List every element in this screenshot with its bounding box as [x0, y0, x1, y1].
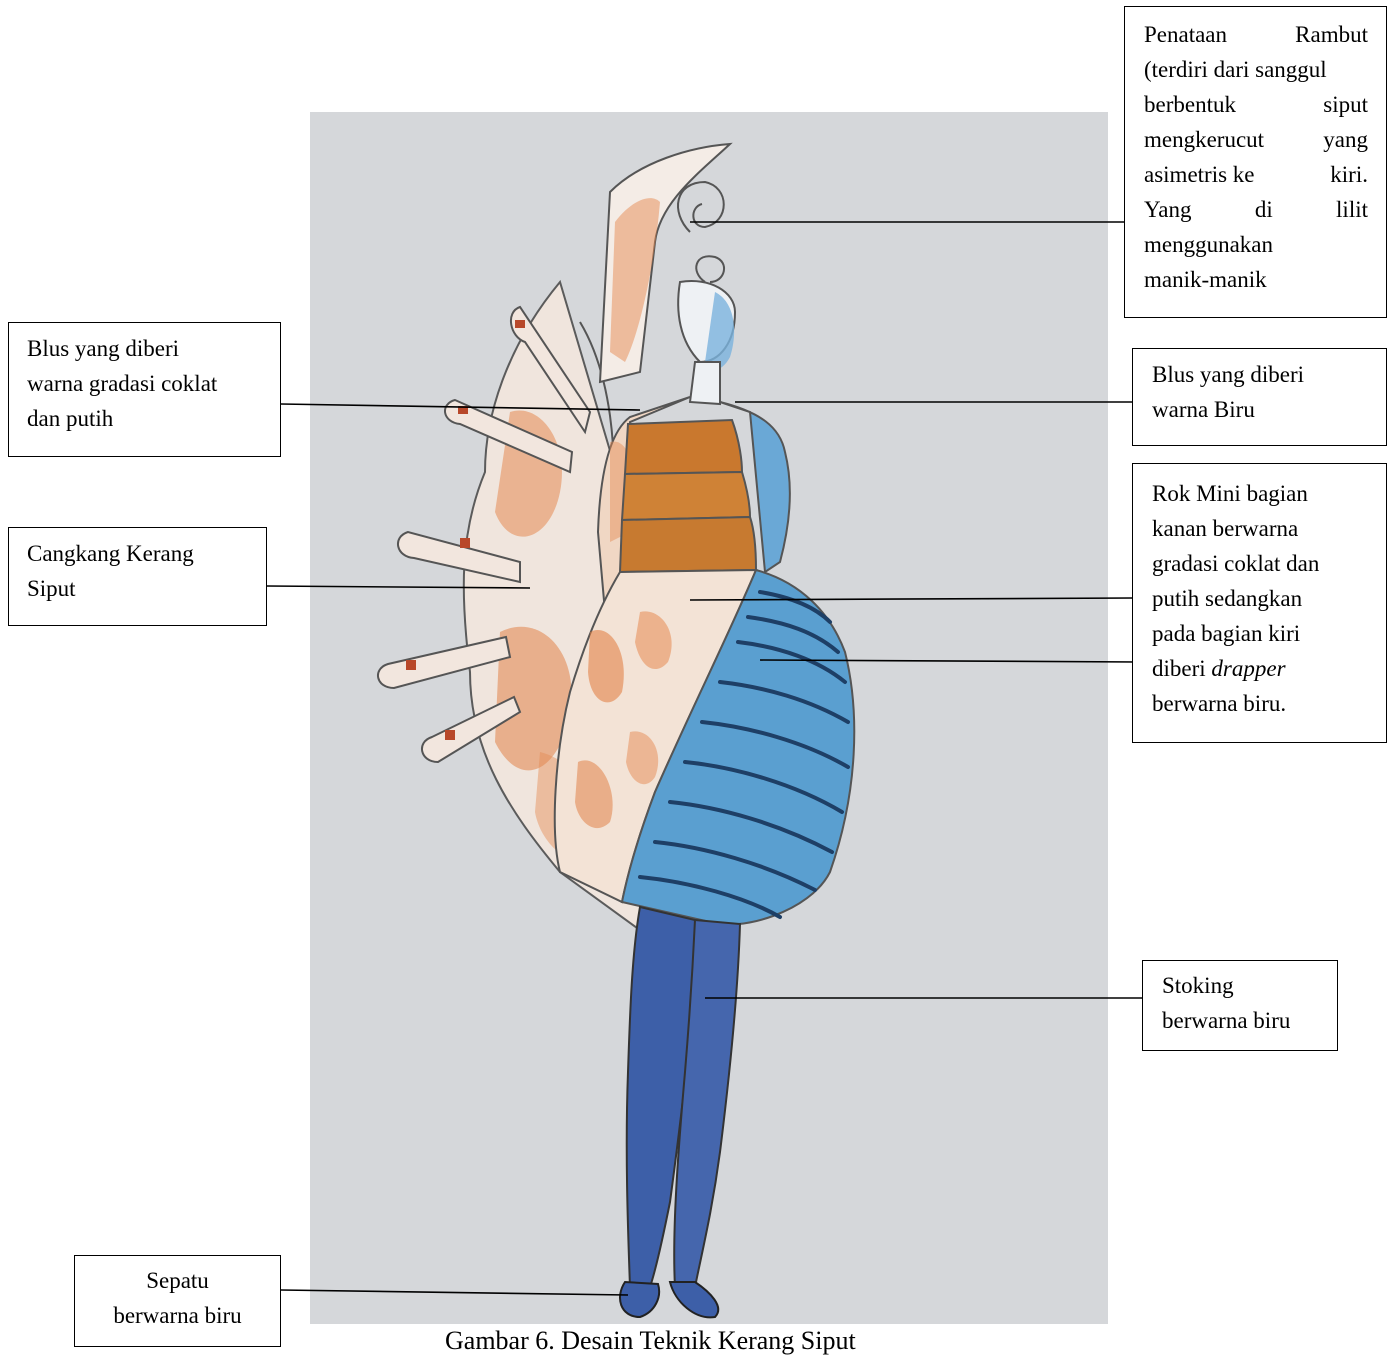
text-word: (terdiri dari sanggul	[1144, 57, 1327, 82]
leader-line-skirt-drapery	[760, 660, 1138, 662]
callout-line: berwarna biru	[1162, 1003, 1318, 1038]
callout-line: kanan berwarna	[1152, 511, 1367, 546]
callout-line: gradasi coklat dan	[1152, 546, 1367, 581]
text-row: manik-manik	[1144, 262, 1368, 297]
callout-line: Rok Mini bagian	[1152, 476, 1367, 511]
text-word: manik-manik	[1144, 267, 1267, 292]
text-word: berbentuk	[1144, 87, 1236, 122]
text-row: asimetris ke kiri.	[1144, 157, 1368, 192]
text-word: kiri.	[1330, 157, 1368, 192]
text-word: Penataan	[1144, 17, 1227, 52]
callout-text: diberi	[1152, 656, 1211, 681]
leader-line-blouse-gradient	[281, 404, 640, 410]
callout-line: Sepatu	[85, 1263, 270, 1298]
callout-line: Cangkang Kerang	[27, 536, 248, 571]
leader-line-shell	[267, 586, 530, 588]
callout-line: pada bagian kiri	[1152, 616, 1367, 651]
text-word: yang	[1323, 122, 1368, 157]
callout-line: Stoking	[1162, 968, 1318, 1003]
text-word: Rambut	[1295, 17, 1368, 52]
callout-line: Blus yang diberi	[27, 331, 262, 366]
text-row: menggunakan	[1144, 227, 1368, 262]
callout-line: putih sedangkan	[1152, 581, 1367, 616]
callout-line: diberi drapper	[1152, 651, 1367, 686]
text-word: di	[1255, 192, 1273, 227]
text-word: siput	[1323, 87, 1368, 122]
leader-line-shoes	[281, 1290, 628, 1295]
callout-line: Blus yang diberi	[1152, 357, 1367, 392]
callout-mini-skirt: Rok Mini bagian kanan berwarna gradasi c…	[1132, 463, 1387, 743]
text-row: Penataan Rambut	[1144, 17, 1368, 52]
figure-caption: Gambar 6. Desain Teknik Kerang Siput	[445, 1326, 856, 1356]
text-word: mengkerucut	[1144, 122, 1264, 157]
callout-blouse-blue: Blus yang diberi warna Biru	[1132, 348, 1387, 446]
text-row: (terdiri dari sanggul	[1144, 52, 1368, 87]
text-row: berbentuk siput	[1144, 87, 1368, 122]
callout-hair-text: Penataan Rambut (terdiri dari sanggul be…	[1144, 17, 1368, 297]
text-word: lilit	[1336, 192, 1368, 227]
callout-shell: Cangkang Kerang Siput	[8, 527, 267, 626]
callout-hair-styling: Penataan Rambut (terdiri dari sanggul be…	[1124, 6, 1387, 318]
text-row: mengkerucut yang	[1144, 122, 1368, 157]
text-word: Yang	[1144, 192, 1192, 227]
callout-line: berwarna biru.	[1152, 686, 1367, 721]
callout-blouse-gradient: Blus yang diberi warna gradasi coklat da…	[8, 322, 281, 457]
callout-italic-term: drapper	[1211, 656, 1285, 681]
text-row: Yang di lilit	[1144, 192, 1368, 227]
leader-line-skirt-gradient	[690, 598, 1132, 600]
callout-line: Siput	[27, 571, 248, 606]
callout-stocking: Stoking berwarna biru	[1142, 960, 1338, 1051]
callout-line: warna gradasi coklat	[27, 366, 262, 401]
callout-line: berwarna biru	[85, 1298, 270, 1333]
text-word: asimetris ke	[1144, 157, 1255, 192]
callout-line: warna Biru	[1152, 392, 1367, 427]
callout-line: dan putih	[27, 401, 262, 436]
text-word: menggunakan	[1144, 232, 1273, 257]
callout-shoes: Sepatu berwarna biru	[74, 1255, 281, 1347]
